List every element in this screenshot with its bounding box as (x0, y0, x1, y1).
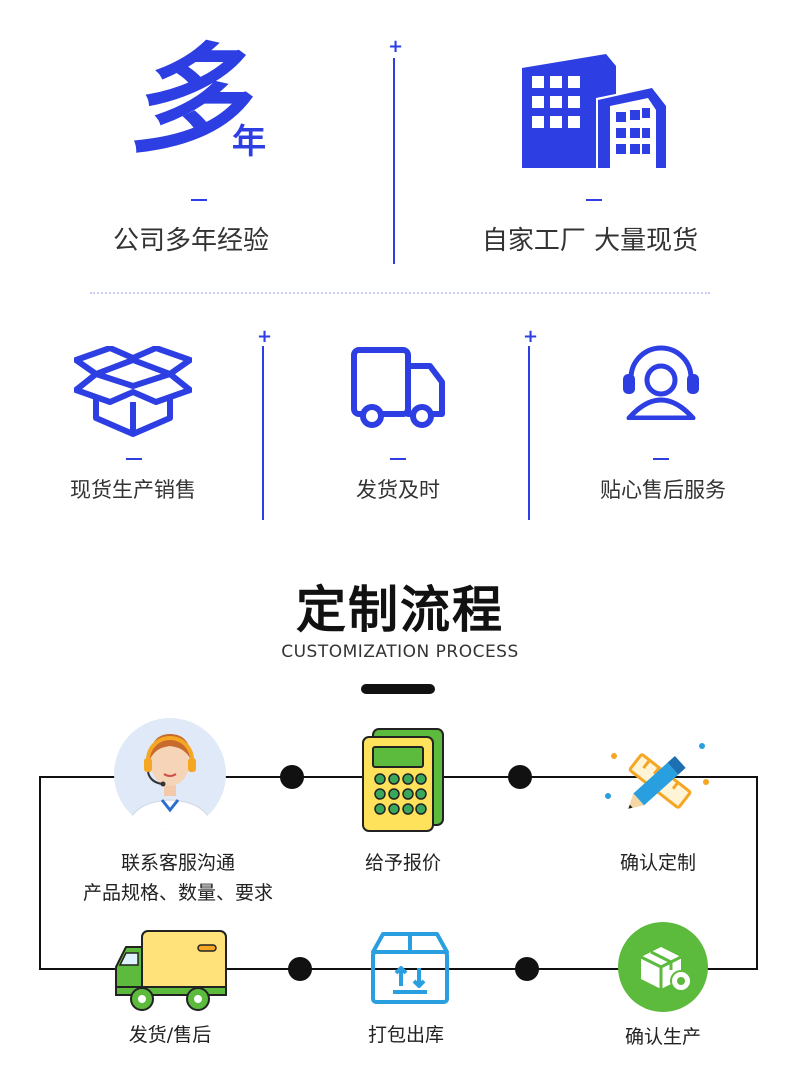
services-divider-1 (262, 346, 264, 520)
flow-line-left (39, 776, 41, 970)
step-1-icon (112, 716, 228, 832)
step-1-line1: 联系客服沟通 (120, 852, 235, 874)
service-2-dash (390, 458, 406, 460)
step-5-icon (369, 930, 451, 1006)
years-big-char: 多 (128, 31, 247, 169)
service-1-label: 现货生产销售 (70, 478, 196, 502)
feature-left-label: 公司多年经验 (112, 226, 269, 256)
calculator-icon (362, 728, 444, 832)
process-subtitle: CUSTOMIZATION PROCESS (281, 642, 519, 662)
flow-dot (280, 765, 304, 789)
service-2-label: 发货及时 (356, 478, 440, 502)
flow-dot (288, 957, 312, 981)
production-box-gear-icon (618, 922, 708, 1012)
flow-dot (508, 765, 532, 789)
step-5-label: 打包出库 (367, 1024, 444, 1046)
title-underline-bar (361, 684, 435, 694)
section-separator (90, 292, 710, 294)
service-3-dash (653, 458, 669, 460)
step-2-icon (361, 727, 447, 833)
top-divider (393, 58, 395, 264)
feature-right-dash (586, 199, 602, 201)
top-divider-plus: + (388, 36, 404, 57)
feature-left-dash (191, 199, 207, 201)
flow-dot (515, 957, 539, 981)
truck-icon (350, 346, 446, 432)
step-6-icon (617, 921, 709, 1013)
service-1-dash (126, 458, 142, 460)
service-3-label: 贴心售后服务 (600, 478, 726, 502)
process-title: 定制流程 (296, 581, 504, 639)
feature-right-label: 自家工厂 大量现货 (481, 226, 699, 256)
years-logo: 多 年 (128, 40, 278, 170)
step-3-icon (602, 736, 714, 828)
delivery-truck-icon (115, 930, 227, 1011)
years-small-char: 年 (232, 122, 266, 162)
services-divider-1-plus: + (257, 326, 273, 347)
step-4-icon (112, 925, 230, 1015)
services-divider-2 (528, 346, 530, 520)
building-icon (518, 52, 674, 170)
step-1-line2: 产品规格、数量、要求 (82, 882, 273, 904)
step-2-label: 给予报价 (364, 852, 441, 874)
step-6-label: 确认生产 (624, 1026, 701, 1048)
package-box-icon (371, 932, 449, 1004)
headset-icon (621, 344, 701, 420)
box-icon (74, 346, 192, 438)
customer-service-avatar-icon (114, 718, 226, 830)
services-divider-2-plus: + (523, 326, 539, 347)
pencil-ruler-icon (605, 743, 709, 809)
step-1-label: 联系客服沟通 产品规格、数量、要求 (40, 848, 316, 908)
step-3-label: 确认定制 (619, 852, 696, 874)
flow-line-right (756, 776, 758, 970)
step-4-label: 发货/售后 (128, 1024, 212, 1046)
